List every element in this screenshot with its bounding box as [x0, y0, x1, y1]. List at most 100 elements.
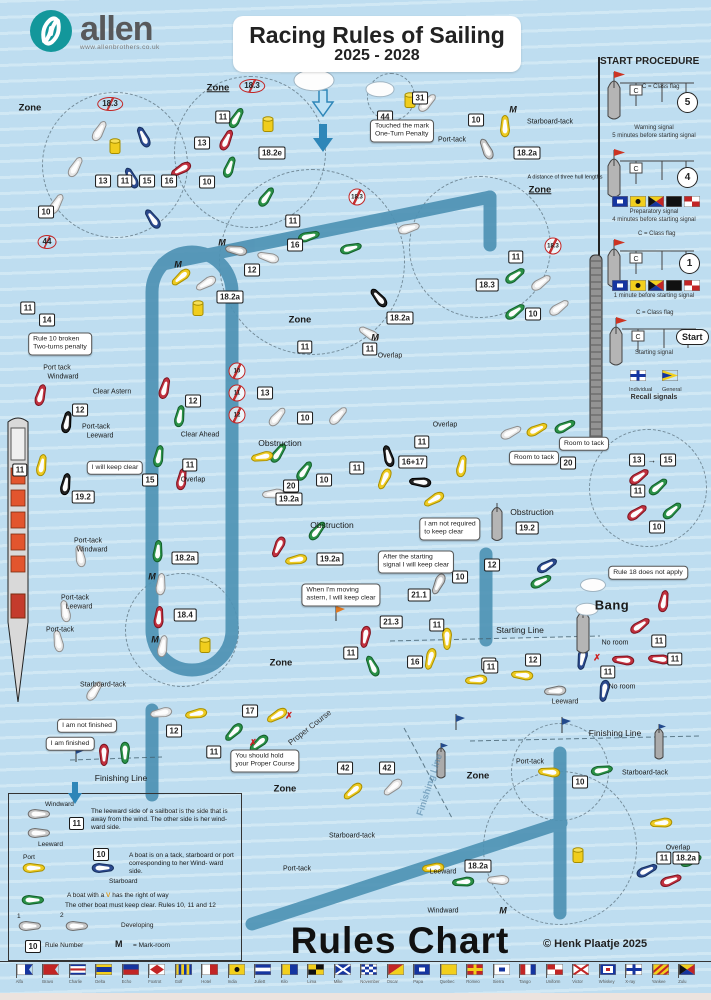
- boat: [589, 762, 617, 777]
- vessel-committee-s: [488, 501, 506, 543]
- boat: [658, 870, 686, 889]
- legend-windward: Windward: [45, 801, 74, 808]
- flag-buoy-icon: [454, 713, 466, 731]
- rule-number-label: 11: [667, 652, 683, 666]
- diagram-text: Obstruction: [310, 519, 354, 530]
- recall-caption: Recall signals: [630, 394, 678, 401]
- rule-number-label: 16: [287, 238, 303, 252]
- boat: [396, 219, 424, 236]
- rule-not-apply-oval: 18.3: [239, 79, 265, 93]
- individual-recall-flag-icon: [630, 370, 646, 381]
- legend-box: Windward Leeward 11 The leeward side of …: [8, 793, 242, 961]
- x-mark-icon: ✗: [249, 737, 257, 748]
- boat: [428, 571, 449, 599]
- rule-number-label: 17: [242, 704, 258, 718]
- rule-number-label: 18.2a: [513, 146, 541, 160]
- boat: [354, 322, 382, 345]
- boat: [83, 676, 107, 704]
- boat: [552, 416, 580, 437]
- rule-number-label: 11: [182, 458, 198, 472]
- prep-flag-p: [612, 196, 628, 207]
- diagram-text: M: [218, 237, 226, 248]
- boat: [21, 894, 47, 906]
- boat: [379, 775, 406, 800]
- signal-flag-yankee: Yankee: [651, 964, 669, 994]
- boat: [326, 402, 352, 428]
- legend-mark-label: = Mark-room: [133, 942, 171, 949]
- rule-number-label: 10: [525, 307, 541, 321]
- rule-number-label: 11: [117, 174, 133, 188]
- boat: [220, 152, 239, 180]
- rule-number-label: 19.2a: [316, 552, 344, 566]
- legend-rule-11: 11: [69, 817, 85, 830]
- x-mark-icon: ✗: [285, 710, 293, 721]
- boat: [89, 116, 112, 144]
- boat: [253, 248, 281, 265]
- legend-keep-clear: The other boat must keep clear. Rules 10…: [65, 902, 216, 909]
- rule-number-label: 18.3: [475, 278, 499, 292]
- preparatory-badge: 4: [677, 167, 698, 188]
- signal-flag-victor: Victor: [572, 964, 590, 994]
- v-right-of-way-icon: V: [106, 892, 111, 899]
- boat: [98, 743, 110, 769]
- rule-number-label: 10: [572, 775, 588, 789]
- boat: [647, 816, 674, 829]
- rule-number-label: 31: [412, 91, 428, 105]
- vessel-pin: [433, 742, 449, 780]
- recall-individual-label: Individual: [629, 387, 653, 393]
- signal-flag-name: Yankee: [651, 979, 666, 984]
- mark-buoy: [109, 138, 121, 155]
- boat: [262, 705, 290, 728]
- rule-number-label: 11: [362, 342, 378, 356]
- boat: [59, 407, 74, 435]
- vessel-cargo: [3, 416, 33, 708]
- vessel-ladder: [587, 253, 605, 451]
- rule-number-label: 11: [215, 110, 231, 124]
- signal-flag-x-ray: X-ray: [625, 964, 643, 994]
- cloud-icon: [575, 602, 599, 616]
- diagram-text: Windward: [427, 907, 459, 915]
- boat: [339, 779, 366, 804]
- rule-number-label: 11: [483, 660, 499, 674]
- signal-flag-hotel: Hotel: [201, 964, 219, 994]
- boat: [524, 419, 552, 440]
- recall-general-label: General: [662, 387, 682, 393]
- diagram-text: Leeward: [86, 432, 114, 440]
- boat: [419, 861, 446, 874]
- rule-number-label: 10: [297, 411, 313, 425]
- signal-flag-sierra: Sierra: [492, 964, 510, 994]
- boat: [293, 456, 317, 484]
- speech-callout: Rule 18 does not apply: [608, 565, 688, 581]
- rule-number-label: 21.1: [407, 588, 431, 602]
- signal-flag-delta: Delta: [95, 964, 113, 994]
- boat: [155, 631, 170, 659]
- one-minute-flags: [612, 280, 700, 291]
- boat: [57, 596, 72, 624]
- diagram-text: Bang: [594, 597, 630, 613]
- boat: [91, 862, 117, 874]
- boat: [265, 403, 290, 430]
- rule-number-label: 11: [12, 463, 28, 477]
- signal-flag-name: Zulu: [678, 979, 687, 984]
- brand-url: www.allenbrothers.co.uk: [80, 43, 160, 51]
- signal-flag-name: Whiskey: [598, 979, 615, 984]
- prep-flag-i: [630, 280, 646, 291]
- boat: [72, 541, 87, 569]
- signal-flag-kilo: Kilo: [280, 964, 298, 994]
- boat: [365, 284, 390, 311]
- diagram-text: M: [151, 634, 159, 645]
- signal-flag-charlie: Charlie: [68, 964, 86, 994]
- boat: [634, 860, 662, 881]
- rule-number-label: 18.2e: [258, 146, 286, 160]
- boat: [220, 720, 246, 746]
- one-minute-caption: 1 minute before starting signal: [613, 293, 695, 299]
- rule-number-label: 12: [525, 653, 541, 667]
- legend-wind-arrow-icon: [68, 782, 82, 804]
- diagram-text: Port-tack: [437, 136, 467, 144]
- diagram-text: M: [148, 571, 156, 582]
- diagram-text: Zone: [18, 102, 42, 114]
- diagram-text: Zone: [273, 783, 297, 795]
- rule-not-apply-oval: 18.3: [97, 97, 123, 111]
